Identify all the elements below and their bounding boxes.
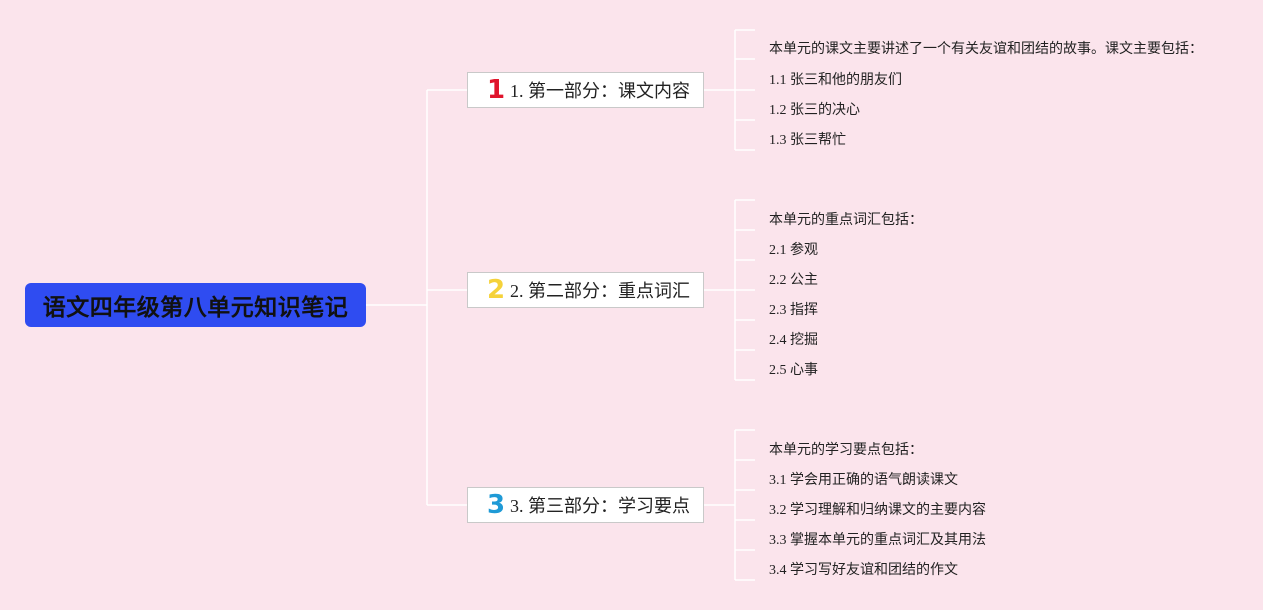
branch-label-1: 1. 第一部分：课文内容 bbox=[510, 81, 690, 101]
leaf-1-2[interactable]: 1.2 张三的决心 bbox=[769, 103, 860, 118]
leaf-3-1[interactable]: 3.1 学会用正确的语气朗读课文 bbox=[769, 473, 958, 488]
number-1-icon: 1 bbox=[486, 75, 506, 105]
number-2-icon: 2 bbox=[486, 275, 506, 305]
number-3-icon: 3 bbox=[486, 490, 506, 520]
branch-label-3: 3. 第三部分：学习要点 bbox=[510, 496, 690, 516]
leaf-2-1[interactable]: 2.1 参观 bbox=[769, 243, 818, 258]
root-topic[interactable]: 语文四年级第八单元知识笔记 bbox=[25, 283, 366, 327]
leaf-2-5[interactable]: 2.5 心事 bbox=[769, 363, 818, 378]
leaf-1-0[interactable]: 本单元的课文主要讲述了一个有关友谊和团结的故事。课文主要包括： bbox=[769, 42, 1203, 57]
leaf-1-3[interactable]: 1.3 张三帮忙 bbox=[769, 133, 846, 148]
branch-topic-2[interactable]: 2 2. 第二部分：重点词汇 bbox=[467, 272, 704, 308]
leaf-3-2[interactable]: 3.2 学习理解和归纳课文的主要内容 bbox=[769, 503, 986, 518]
root-title: 语文四年级第八单元知识笔记 bbox=[42, 295, 349, 321]
leaf-2-2[interactable]: 2.2 公主 bbox=[769, 273, 818, 288]
leaf-2-3[interactable]: 2.3 指挥 bbox=[769, 303, 818, 318]
branch-topic-3[interactable]: 3 3. 第三部分：学习要点 bbox=[467, 487, 704, 523]
leaf-3-3[interactable]: 3.3 掌握本单元的重点词汇及其用法 bbox=[769, 533, 986, 548]
branch-topic-1[interactable]: 1 1. 第一部分：课文内容 bbox=[467, 72, 704, 108]
leaf-2-0[interactable]: 本单元的重点词汇包括： bbox=[769, 213, 923, 228]
leaf-3-0[interactable]: 本单元的学习要点包括： bbox=[769, 443, 923, 458]
branch-label-2: 2. 第二部分：重点词汇 bbox=[510, 281, 690, 301]
leaf-3-4[interactable]: 3.4 学习写好友谊和团结的作文 bbox=[769, 563, 958, 578]
leaf-2-4[interactable]: 2.4 挖掘 bbox=[769, 333, 818, 348]
leaf-1-1[interactable]: 1.1 张三和他的朋友们 bbox=[769, 73, 902, 88]
